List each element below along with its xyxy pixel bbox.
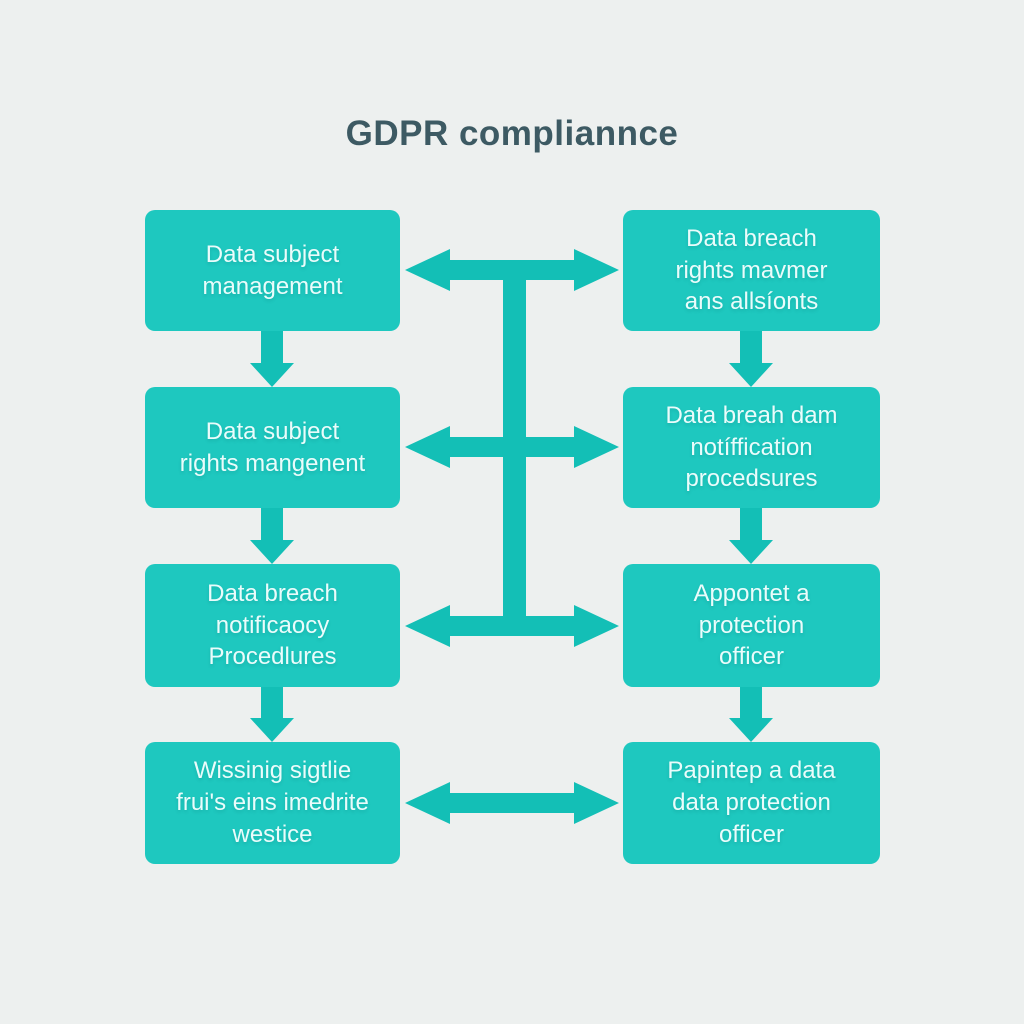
flow-box-left-bottom: Wissinig sigtlie frui's eins imedrite we…: [145, 742, 400, 864]
bidirectional-arrow-row-4: [405, 782, 619, 824]
down-arrow-left-2: [250, 508, 294, 564]
bidirectional-arrow-row-3: [405, 605, 619, 647]
flow-box-breach-notification-left: Data breach notificaocy Procedlures: [145, 564, 400, 687]
bidirectional-arrow-row-1: [405, 249, 619, 291]
diagram-title: GDPR compliannce: [345, 114, 679, 153]
down-arrow-left-1: [250, 331, 294, 387]
flow-box-breach-notification-right: Data breah dam notíffication procedsures: [623, 387, 880, 508]
down-arrow-right-3: [729, 687, 773, 742]
down-arrow-right-2: [729, 508, 773, 564]
flow-box-appoint-protection-officer: Appontet a protection officer: [623, 564, 880, 687]
flow-box-data-breach-rights: Data breach rights mavmer ans allsíonts: [623, 210, 880, 331]
bidirectional-arrow-row-2: [405, 426, 619, 468]
vertical-connector-line: [503, 262, 526, 630]
down-arrow-right-1: [729, 331, 773, 387]
flow-box-data-subject-rights: Data subject rights mangenent: [145, 387, 400, 508]
flow-box-data-subject-management: Data subject management: [145, 210, 400, 331]
flow-box-appoint-data-protection-officer: Papintep a data data protection officer: [623, 742, 880, 864]
down-arrow-left-3: [250, 687, 294, 742]
